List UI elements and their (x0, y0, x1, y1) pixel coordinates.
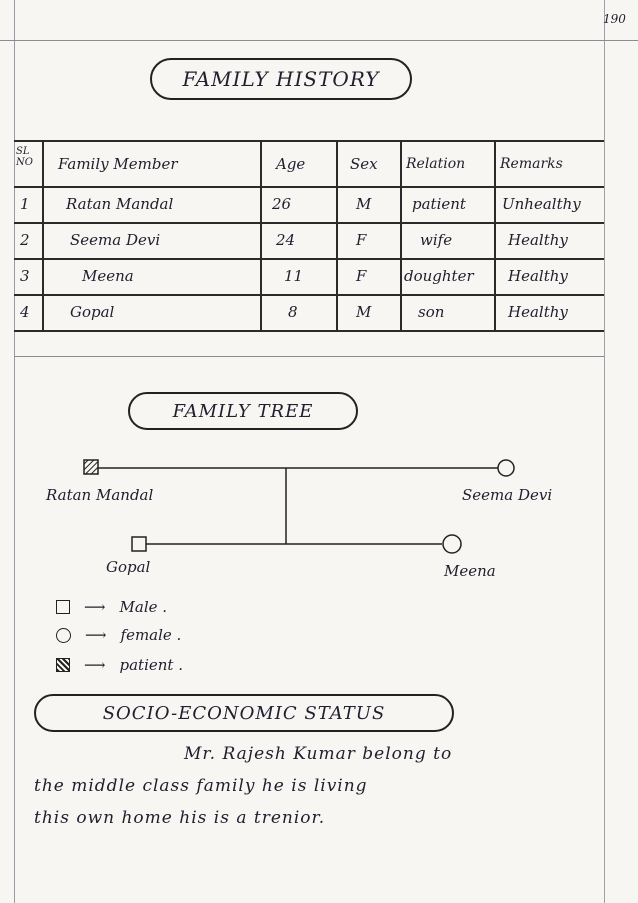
row-3-sex: F (356, 267, 367, 285)
row-1-member: Ratan Mandal (66, 195, 174, 213)
tree-label-daughter: Meena (444, 562, 496, 580)
row-2-age: 24 (276, 231, 296, 249)
table-rule (14, 222, 604, 224)
table-column-line (494, 140, 496, 332)
row-2-relation: wife (420, 231, 453, 249)
table-column-line (336, 140, 338, 332)
family-tree-diagram (83, 459, 515, 554)
family-history-heading: FAMILY HISTORY (150, 58, 412, 100)
row-1-relation: patient (412, 195, 466, 213)
tree-label-mother: Seema Devi (462, 486, 553, 504)
row-2-sex: F (356, 231, 367, 249)
hatched-square-icon (56, 658, 70, 672)
table-rule (14, 140, 604, 142)
socio-text-line: this own home his is a trenior. (34, 808, 326, 828)
row-1-sl: 1 (20, 195, 30, 213)
header-sl: SL NO (16, 146, 33, 168)
header-sex: Sex (350, 155, 378, 173)
top-rule (0, 40, 638, 41)
legend-label: female . (120, 626, 182, 644)
table-rule (14, 330, 604, 332)
circle-icon (56, 627, 71, 643)
row-4-remarks: Healthy (508, 303, 568, 321)
section-rule (14, 356, 604, 357)
row-4-relation: son (418, 303, 445, 321)
father-symbol (83, 459, 99, 475)
row-3-remarks: Healthy (508, 267, 568, 285)
row-1-remarks: Unhealthy (502, 195, 581, 213)
mother-symbol (497, 459, 515, 477)
row-3-age: 11 (284, 267, 304, 285)
row-4-age: 8 (288, 303, 298, 321)
arrow-icon: ⟶ (84, 598, 106, 616)
row-1-sex: M (356, 195, 372, 213)
family-tree-heading: FAMILY TREE (128, 392, 358, 430)
socio-economic-heading: SOCIO-ECONOMIC STATUS (34, 694, 454, 732)
tree-label-son: Gopal (106, 558, 151, 576)
table-rule (14, 294, 604, 296)
header-age: Age (276, 155, 306, 173)
row-2-member: Seema Devi (70, 231, 161, 249)
socio-text-line: the middle class family he is living (34, 776, 368, 796)
page-number: 190 (603, 12, 626, 26)
row-4-sl: 4 (20, 303, 30, 321)
daughter-symbol (442, 534, 462, 554)
tree-label-father: Ratan Mandal (46, 486, 154, 504)
table-column-line (260, 140, 262, 332)
row-3-relation: doughter (404, 267, 474, 285)
header-relation: Relation (406, 156, 466, 172)
row-4-sex: M (356, 303, 372, 321)
table-column-line (42, 140, 44, 332)
table-rule (14, 186, 604, 188)
legend-male: ⟶ Male . (56, 598, 167, 616)
row-3-member: Meena (82, 267, 134, 285)
header-member: Family Member (58, 155, 178, 173)
row-1-age: 26 (272, 195, 292, 213)
right-margin-line (604, 0, 605, 903)
legend-label: Male . (119, 598, 168, 616)
arrow-icon: ⟶ (84, 656, 106, 674)
arrow-icon: ⟶ (85, 626, 107, 644)
table-rule (14, 258, 604, 260)
legend-label: patient . (119, 656, 183, 674)
legend-patient: ⟶ patient . (56, 656, 183, 674)
son-symbol (131, 536, 147, 552)
family-history-table: SL NO Family Member Age Sex Relation Rem… (14, 140, 604, 332)
row-2-sl: 2 (20, 231, 30, 249)
header-remarks: Remarks (500, 156, 563, 172)
row-2-remarks: Healthy (508, 231, 568, 249)
square-icon (56, 600, 70, 614)
row-3-sl: 3 (20, 267, 30, 285)
legend-female: ⟶ female . (56, 626, 181, 644)
left-margin-line (14, 0, 15, 903)
row-4-member: Gopal (70, 303, 115, 321)
table-column-line (400, 140, 402, 332)
socio-text-line: Mr. Rajesh Kumar belong to (184, 744, 453, 764)
